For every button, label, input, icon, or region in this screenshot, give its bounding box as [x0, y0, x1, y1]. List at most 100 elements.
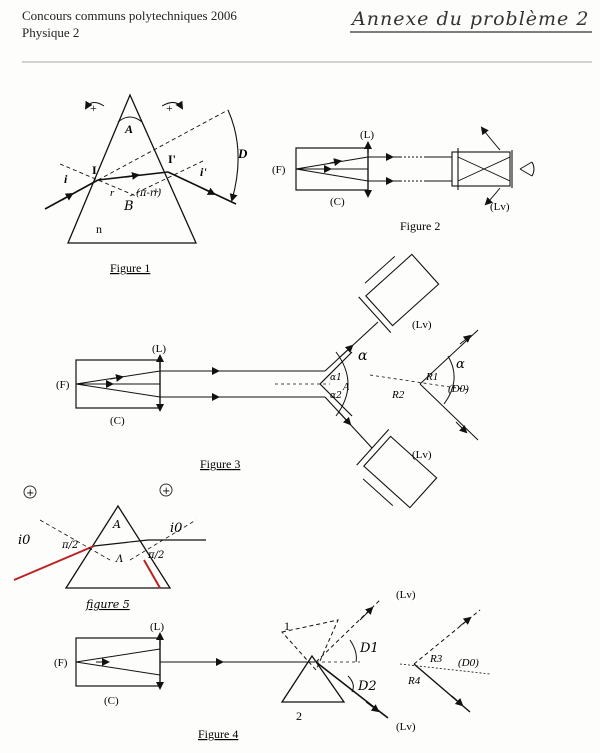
fig4-R3-line — [413, 609, 481, 665]
fig4-D2-arc — [347, 675, 354, 693]
figure-2: (F) (L) (C) (Lv) Figure 2 — [272, 126, 535, 233]
figure-5: + + A i0 i0 π/2 π/2 Λ figure 5 — [13, 483, 206, 611]
figure1-caption: Figure 1 — [110, 261, 150, 275]
fig5-normal-right — [129, 519, 197, 561]
fig5-plus-left-circle — [23, 485, 37, 499]
fig4-D2: D2 — [357, 679, 377, 694]
fig5-plus-right: + — [162, 486, 170, 497]
fig4-D1-arc — [349, 639, 357, 663]
fig5-red-segment — [143, 559, 161, 589]
fig2-converge-2 — [457, 156, 511, 182]
fig5-incident-ray — [13, 545, 95, 581]
plus-right: + — [166, 101, 173, 115]
figure-1: D A + + I I' i i' r r' B (π-r') n Figure… — [44, 93, 248, 275]
figure3-caption: Figure 3 — [200, 457, 240, 471]
fig3-R2: R2 — [391, 389, 405, 401]
fig3-ray-2 — [75, 383, 161, 398]
fig4-R4: R4 — [407, 675, 421, 687]
fig3-alpha2: α2 — [330, 391, 342, 401]
handwritten-B: B — [123, 199, 134, 214]
angle-r: r — [110, 187, 115, 199]
fig3-right-alpha-arc — [443, 355, 455, 405]
fig2-label-F: (F) — [272, 164, 286, 176]
fig5-inside-ray — [93, 539, 149, 547]
fig4-label-Lv-top: (Lv) — [396, 589, 416, 601]
fig5-plus-left: + — [26, 488, 34, 499]
fig2-ray-2 — [295, 168, 369, 182]
index-n: n — [96, 222, 102, 236]
fig3-R1: R1 — [425, 371, 438, 383]
incident-arrow — [61, 192, 74, 201]
fig2-label-Lv: (Lv) — [490, 201, 510, 213]
fig3-label-Lv-bottom: (Lv) — [412, 449, 432, 461]
fig3-reflect-down-arrow — [337, 410, 352, 426]
prism-triangle — [67, 93, 198, 244]
deviation-arc — [227, 109, 239, 202]
fig3-telescope-bottom — [356, 429, 438, 509]
fig3-alpha1: α1 — [330, 373, 342, 383]
angle-r-prime: r' — [154, 187, 161, 199]
figure-4: (F) (L) (C) (Lv) (Lv) 1 2 D1 D2 R3 R4 (D… — [54, 589, 491, 741]
fig3-D0: (D0) — [448, 383, 469, 395]
handwritten-pi-r: (π-r') — [136, 188, 161, 199]
fig3-label-Lv-top: (Lv) — [412, 319, 432, 331]
fig2-arrow-2 — [329, 158, 342, 167]
figure-3: (F) (L) (C) (Lv) (Lv) A α α1 α2 α R1 R2 … — [56, 253, 479, 509]
emergent-arrow — [201, 187, 216, 195]
fig4-R4-arrow — [451, 695, 464, 707]
fig4-label-L: (L) — [150, 621, 164, 633]
fig4-collimator-box — [75, 637, 161, 687]
apex-label: A — [124, 122, 133, 136]
fig3-alpha: α — [358, 348, 368, 364]
refracted-arrow — [125, 172, 140, 180]
figure5-caption: figure 5 — [85, 598, 130, 611]
fig3-telescope-top — [358, 253, 440, 333]
fig4-ray-up-arrow — [359, 606, 374, 621]
fig3-label-F: (F) — [56, 379, 70, 391]
fig4-prism-2 — [280, 654, 346, 703]
incident-prolongation — [97, 109, 229, 181]
fig4-label-Lv-bottom: (Lv) — [396, 721, 416, 733]
fig3-R2-arrow — [455, 421, 468, 434]
fig4-prism-1 — [281, 619, 339, 671]
fig5-i0-left: i0 — [18, 533, 30, 548]
point-I-prime: I' — [168, 152, 176, 166]
telescope-tube — [451, 151, 511, 187]
fig3-alpha-right: α — [456, 357, 465, 372]
fig4-D1: D1 — [359, 641, 379, 656]
eye-icon — [519, 161, 535, 177]
fig4-R3: R3 — [429, 653, 443, 665]
fig4-label-C: (C) — [104, 695, 119, 707]
header-subject: Physique 2 — [22, 25, 80, 40]
fig4-D0-line — [399, 663, 491, 675]
fig3-alpha-arc — [335, 351, 349, 417]
fig2-rotation-arrow-up — [480, 126, 501, 151]
header-annex-title: Annexe du problème 2 — [352, 8, 590, 30]
fig4-prism-1-label: 1 — [284, 619, 290, 633]
fig3-arrow-2 — [109, 374, 124, 382]
fig5-apex: A — [112, 518, 121, 531]
fig2-label-C: (C) — [330, 196, 345, 208]
fig5-plus-right-circle — [159, 483, 173, 497]
header-contest: Concours communs polytechniques 2006 — [22, 8, 237, 23]
fig3-R1-arrow — [459, 334, 472, 345]
plus-left: + — [90, 101, 97, 115]
angle-i-prime: i' — [200, 165, 207, 179]
point-I: I — [92, 163, 97, 177]
angle-i: i — [64, 172, 68, 186]
fig4-ray-down — [315, 661, 389, 719]
fig4-ray-2 — [75, 661, 161, 676]
figure2-caption: Figure 2 — [400, 219, 440, 233]
figure4-caption: Figure 4 — [198, 727, 238, 741]
fig5-i0-right: i0 — [170, 521, 182, 536]
fig4-ray-1 — [75, 648, 161, 663]
fig5-lambda: Λ — [115, 554, 123, 565]
fig3-D0-line — [369, 374, 471, 391]
fig4-D0: (D0) — [458, 657, 479, 669]
rotation-arrow-right — [161, 100, 184, 110]
apex-angle-arc — [117, 116, 143, 123]
fig5-pi2-left: π/2 — [61, 540, 78, 551]
fig3-prism-faces — [319, 351, 353, 417]
